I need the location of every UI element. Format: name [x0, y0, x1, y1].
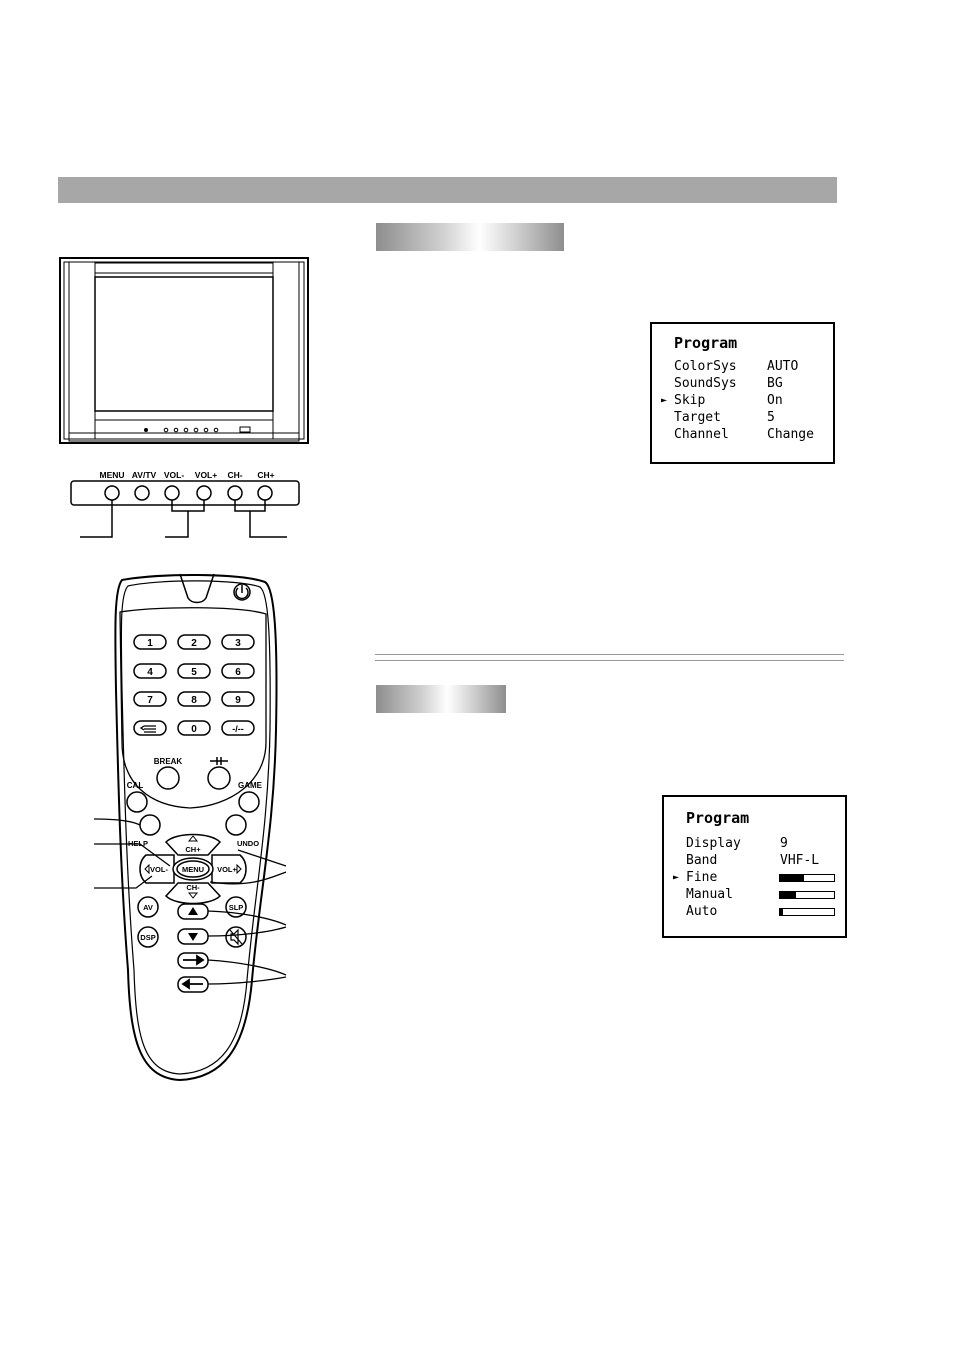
key-1: 1 [147, 638, 153, 649]
osd-row-auto: Auto [664, 904, 845, 921]
osd-tuning-title: Program [686, 809, 750, 827]
tv-btn-vol-plus: VOL+ [195, 470, 217, 480]
break-label: BREAK [154, 757, 183, 766]
fine-level-bar [779, 874, 835, 882]
tv-btn-vol-minus: VOL- [164, 470, 184, 480]
key-3: 3 [235, 638, 241, 649]
osd-row-target: Target 5 [674, 410, 775, 425]
pointer-icon: ► [673, 872, 680, 883]
tv-btn-ch-plus: CH+ [257, 470, 274, 480]
freeze-icon [210, 757, 228, 765]
up-arrow-icon [188, 907, 198, 915]
osd-row-soundsys: SoundSys BG [674, 376, 783, 391]
osd-row-channel: Channel Change [674, 427, 814, 442]
auto-level-bar [779, 908, 835, 916]
key-8: 8 [191, 695, 197, 706]
right-arrow-icon [183, 954, 205, 966]
dsp-label: DSP [140, 933, 155, 942]
tv-btn-menu: MENU [99, 470, 124, 480]
menu-label: MENU [182, 865, 204, 874]
osd-row-fine: ► Fine [664, 870, 845, 887]
vol-minus-label: VOL- [150, 865, 168, 874]
key-0: 0 [191, 724, 197, 735]
osd-row-colorsys: ColorSys AUTO [674, 359, 799, 374]
tv-illustration: MENU AV/TV VOL- VOL+ CH- CH+ [59, 257, 309, 538]
ch-minus-label: CH- [186, 883, 200, 892]
ch-plus-label: CH+ [185, 845, 201, 854]
pointer-icon: ► [661, 395, 668, 406]
key-dash: -/-- [232, 724, 244, 734]
osd-program-title: Program [674, 334, 738, 352]
osd-row-skip: ► Skip On [661, 393, 783, 408]
recall-icon [139, 725, 156, 733]
manual-level-bar [779, 891, 835, 899]
key-6: 6 [235, 667, 241, 678]
osd-row-display: Display 9 [686, 836, 788, 851]
cal-label: CAL [127, 781, 144, 790]
vol-plus-label: VOL+ [217, 865, 237, 874]
section-header-bar-2 [376, 685, 506, 713]
key-9: 9 [235, 695, 241, 706]
osd-row-manual: Manual [664, 887, 845, 904]
section-header-bar-1 [376, 223, 564, 251]
page-title-bar [58, 177, 837, 203]
key-4: 4 [147, 667, 153, 678]
key-7: 7 [147, 695, 153, 706]
mute-icon [229, 928, 243, 946]
osd-row-band: Band VHF-L [686, 853, 820, 868]
osd-tuning-menu: Program Display 9 Band VHF-L ► Fine Manu… [662, 795, 847, 938]
game-label: GAME [238, 781, 263, 790]
undo-label: UNDO [237, 839, 259, 848]
slp-label: SLP [229, 903, 244, 912]
key-2: 2 [191, 638, 197, 649]
remote-control-illustration: 1 2 3 4 5 6 7 8 9 0 -/-- BREAK CAL GAME … [93, 573, 287, 1082]
section-divider [375, 654, 844, 661]
osd-program-menu: Program ColorSys AUTO SoundSys BG ► Skip… [650, 322, 835, 464]
tv-btn-avtv: AV/TV [132, 470, 157, 480]
left-arrow-icon [181, 978, 203, 990]
down-arrow-icon [188, 933, 198, 941]
key-5: 5 [191, 667, 197, 678]
tv-btn-ch-minus: CH- [227, 470, 242, 480]
av-label: AV [143, 903, 153, 912]
